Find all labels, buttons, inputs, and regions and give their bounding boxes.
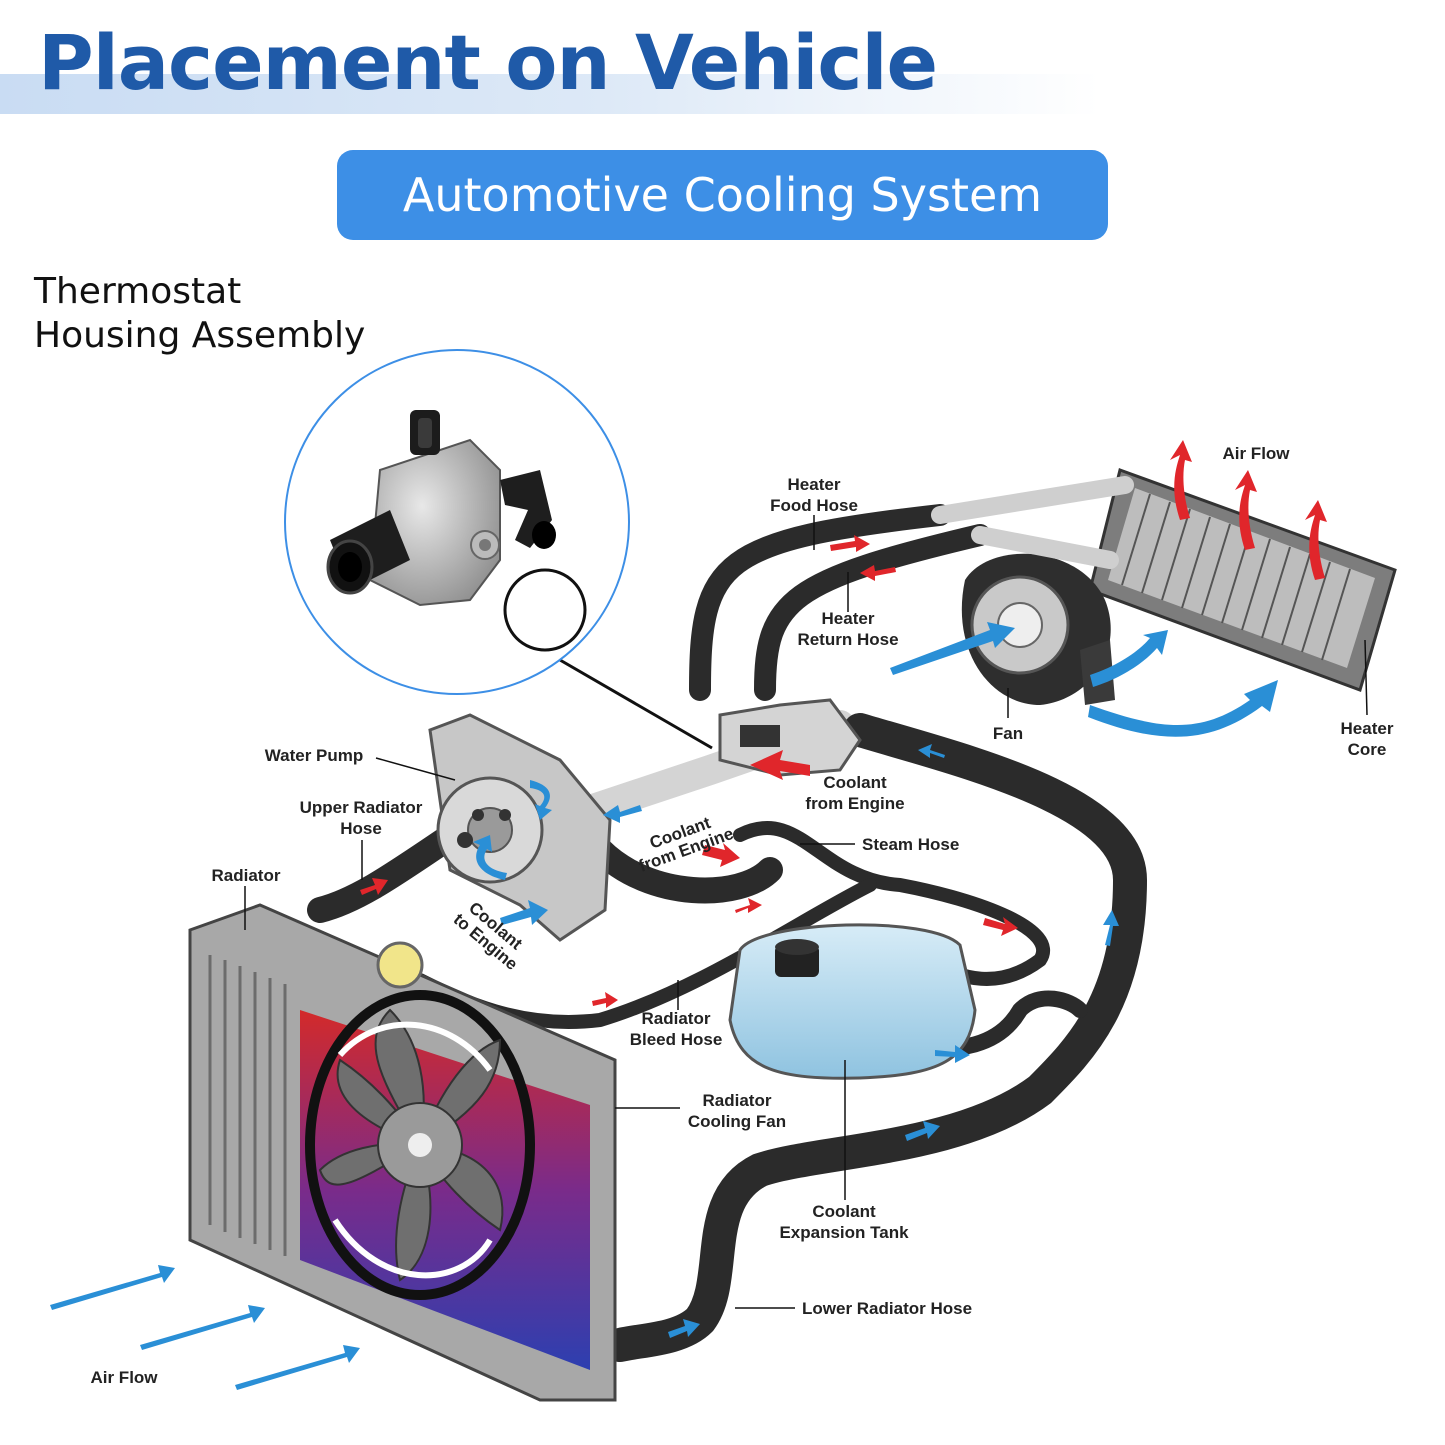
- radiator-cooling-fan: [305, 990, 535, 1300]
- heater-core: [1088, 468, 1397, 692]
- thermostat-housing-image: [326, 410, 587, 652]
- label-radiator-cooling-fan-2: Cooling Fan: [688, 1112, 786, 1131]
- main-return-hose: [603, 713, 1148, 1362]
- heater-return-hose: [754, 524, 991, 701]
- label-heater-food-hose-2: Food Hose: [770, 496, 858, 515]
- subtitle-banner: Automotive Cooling System: [337, 150, 1108, 240]
- label-lower-radiator-hose: Lower Radiator Hose: [802, 1299, 972, 1318]
- heater-blower-fan: [961, 553, 1115, 705]
- thermostat-housing: [718, 698, 862, 777]
- label-heater-return-hose-2: Return Hose: [797, 630, 898, 649]
- label-coolant-from-engine-1: Coolant: [823, 773, 887, 792]
- radiator-cap: [376, 941, 424, 989]
- label-radiator: Radiator: [212, 866, 281, 885]
- label-heater-return-hose-1: Heater: [822, 609, 875, 628]
- label-radiator-cooling-fan-1: Radiator: [703, 1091, 772, 1110]
- part-name-line1: Thermostat: [34, 271, 242, 312]
- label-air-flow-bottom: Air Flow: [90, 1368, 158, 1387]
- callout-leader-line: [559, 658, 713, 750]
- part-name-line2: Housing Assembly: [34, 315, 366, 356]
- part-name: Thermostat Housing Assembly: [34, 270, 365, 358]
- heater-return-pipe: [971, 526, 1119, 569]
- label-coolant-expansion-tank-1: Coolant: [812, 1202, 876, 1221]
- title-band: [0, 74, 1100, 114]
- bypass-hose: [587, 837, 783, 904]
- expansion-tank: [728, 923, 977, 1080]
- heater-food-pipe: [931, 476, 1134, 524]
- heater-food-hose: [689, 504, 951, 701]
- label-upper-radiator-hose-1: Upper Radiator: [300, 798, 423, 817]
- o-ring: [503, 568, 587, 652]
- flow-arrows-red: [360, 440, 1327, 1008]
- page-title: Placement on Vehicle: [38, 18, 938, 107]
- label-air-flow-top: Air Flow: [1222, 444, 1290, 463]
- label-water-pump: Water Pump: [265, 746, 364, 765]
- label-radiator-bleed-hose-2: Bleed Hose: [630, 1030, 723, 1049]
- label-fan: Fan: [993, 724, 1023, 743]
- thermostat-callout: [284, 349, 713, 750]
- water-pump: [428, 713, 612, 942]
- label-coolant-expansion-tank-2: Expansion Tank: [779, 1223, 909, 1242]
- flow-arrows-blue: [50, 622, 1278, 1390]
- label-radiator-bleed-hose-1: Radiator: [642, 1009, 711, 1028]
- leader-lines: [244, 515, 1368, 1309]
- diagram-labels: Air Flow Heater Food Hose Heater Return …: [90, 444, 1393, 1387]
- label-heater-food-hose-1: Heater: [788, 475, 841, 494]
- label-coolant-from-engine-2: from Engine: [805, 794, 904, 813]
- label-steam-hose: Steam Hose: [862, 835, 959, 854]
- label-heater-core-1: Heater: [1341, 719, 1394, 738]
- label-upper-radiator-hose-2: Hose: [340, 819, 382, 838]
- label-heater-core-2: Core: [1348, 740, 1387, 759]
